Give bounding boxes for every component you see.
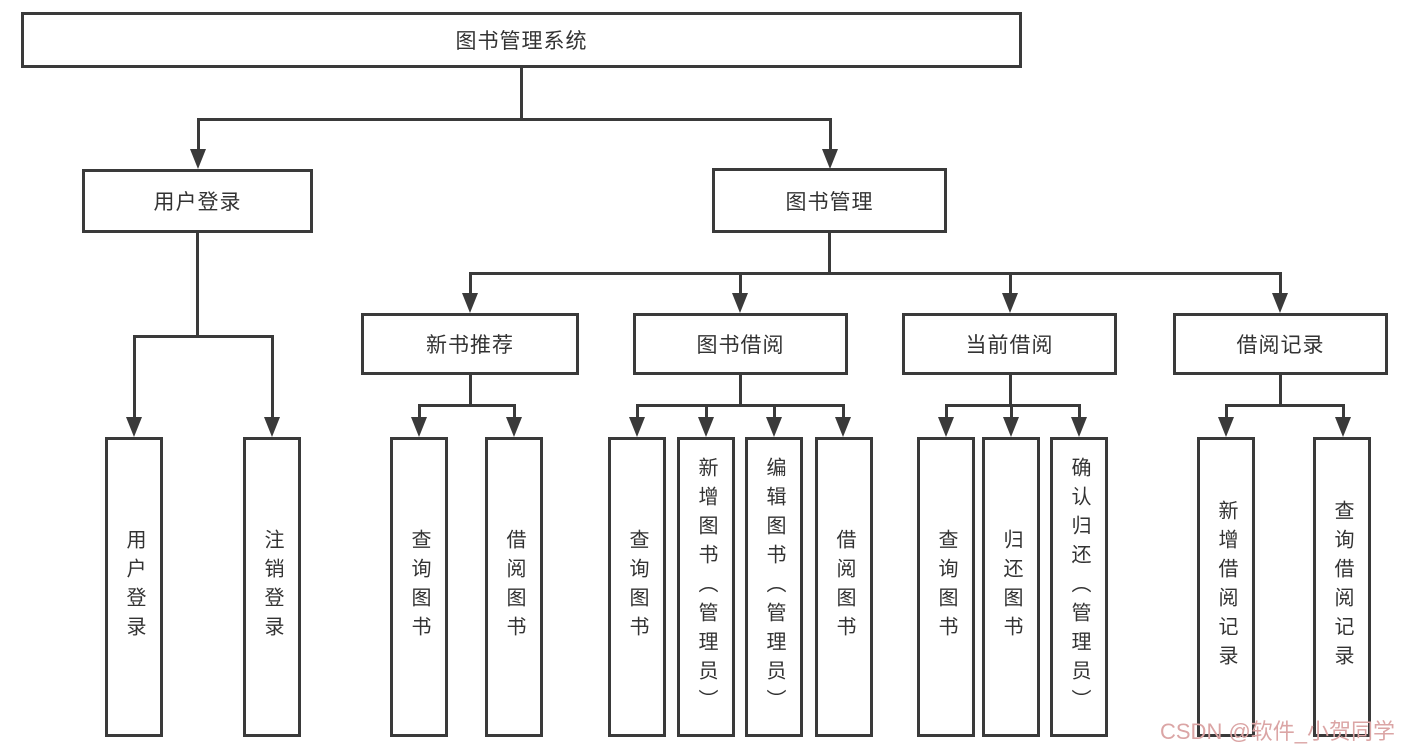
arrow-to-borrow-books-icon [835, 417, 851, 437]
leaf-query-books-current: 查询图书 [917, 437, 975, 737]
connector-arrow-d1-line [1225, 404, 1228, 420]
connector-arrow-b1-line [636, 404, 639, 420]
node-new-book-recommend-label: 新书推荐 [426, 334, 514, 357]
leaf-add-borrow-record: 新增借阅记录 [1197, 437, 1255, 737]
leaf-edit-book-admin-label: 编辑图书（管理员） [763, 456, 785, 718]
connector-arrow-borrow-record-line [1279, 272, 1282, 295]
connector-arrow-current-borrow-line [1009, 272, 1012, 295]
connector-arrow-book-management-line [829, 118, 832, 151]
leaf-return-books: 归还图书 [982, 437, 1040, 737]
leaf-user-login: 用户登录 [105, 437, 163, 737]
arrow-to-query-books-borrow-icon [629, 417, 645, 437]
leaf-edit-book-admin: 编辑图书（管理员） [745, 437, 803, 737]
arrow-to-current-borrow-icon [1002, 293, 1018, 313]
arrow-to-edit-book-icon [766, 417, 782, 437]
arrow-to-user-login-icon [190, 149, 206, 169]
connector-arrow-leaf-user-login-line [133, 335, 136, 420]
leaf-query-books-borrow: 查询图书 [608, 437, 666, 737]
connector-arrow-a1-line [418, 404, 421, 420]
arrow-to-book-management-icon [822, 149, 838, 169]
connector-book-borrow-hline [636, 404, 845, 407]
arrow-to-confirm-return-icon [1071, 417, 1087, 437]
node-root: 图书管理系统 [21, 12, 1022, 68]
leaf-query-books-current-label: 查询图书 [935, 529, 957, 645]
connector-arrow-b4-line [842, 404, 845, 420]
connector-borrow-record-stem [1279, 375, 1282, 404]
connector-root-stem [520, 68, 523, 118]
connector-root-hline [197, 118, 831, 121]
connector-borrow-record-hline [1225, 404, 1345, 407]
connector-user-login-stem [196, 233, 199, 335]
arrow-to-add-borrow-record-icon [1218, 417, 1234, 437]
connector-arrow-c3-line [1078, 404, 1081, 420]
connector-current-borrow-hline [945, 404, 1081, 407]
node-root-label: 图书管理系统 [455, 30, 588, 53]
arrow-to-query-borrow-record-icon [1335, 417, 1351, 437]
leaf-logout-login: 注销登录 [243, 437, 301, 737]
leaf-query-borrow-record-label: 查询借阅记录 [1331, 500, 1353, 674]
leaf-borrow-books: 借阅图书 [815, 437, 873, 737]
connector-arrow-c2-line [1010, 404, 1013, 420]
connector-arrow-book-borrow-line [739, 272, 742, 295]
connector-new-book-stem [469, 375, 472, 404]
arrow-to-borrow-record-icon [1272, 293, 1288, 313]
connector-arrow-b3-line [773, 404, 776, 420]
node-user-login-label: 用户登录 [153, 191, 242, 214]
connector-arrow-new-book-line [469, 272, 472, 295]
node-new-book-recommend: 新书推荐 [361, 313, 579, 375]
leaf-return-books-label: 归还图书 [1000, 529, 1022, 645]
connector-new-book-hline [418, 404, 516, 407]
connector-arrow-user-login-line [197, 118, 200, 151]
connector-current-borrow-stem [1009, 375, 1012, 404]
leaf-borrow-books-recommend-label: 借阅图书 [503, 529, 525, 645]
leaf-add-borrow-record-label: 新增借阅记录 [1215, 500, 1237, 674]
connector-book-borrow-stem [739, 375, 742, 404]
node-current-borrow: 当前借阅 [902, 313, 1117, 375]
csdn-watermark: CSDN @软件_小贺同学 [1160, 719, 1396, 744]
leaf-user-login-label: 用户登录 [123, 529, 145, 645]
leaf-query-books-recommend-label: 查询图书 [408, 529, 430, 645]
connector-arrow-b2-line [705, 404, 708, 420]
connector-book-management-hline [469, 272, 1282, 275]
node-borrow-record-label: 借阅记录 [1236, 334, 1325, 357]
connector-arrow-c1-line [945, 404, 948, 420]
arrow-to-leaf-user-login-icon [126, 417, 142, 437]
node-book-management: 图书管理 [712, 168, 947, 233]
leaf-borrow-books-recommend: 借阅图书 [485, 437, 543, 737]
node-borrow-record: 借阅记录 [1173, 313, 1388, 375]
arrow-to-query-books-current-icon [938, 417, 954, 437]
leaf-query-books-borrow-label: 查询图书 [626, 529, 648, 645]
leaf-add-book-admin: 新增图书（管理员） [677, 437, 735, 737]
leaf-logout-login-label: 注销登录 [261, 529, 283, 645]
connector-user-login-hline [133, 335, 274, 338]
leaf-borrow-books-label: 借阅图书 [833, 529, 855, 645]
arrow-to-book-borrow-icon [732, 293, 748, 313]
node-book-borrow-label: 图书借阅 [696, 334, 785, 357]
arrow-to-add-book-icon [698, 417, 714, 437]
leaf-confirm-return-admin-label: 确认归还（管理员） [1068, 456, 1090, 718]
leaf-confirm-return-admin: 确认归还（管理员） [1050, 437, 1108, 737]
leaf-query-borrow-record: 查询借阅记录 [1313, 437, 1371, 737]
connector-book-management-stem [828, 233, 831, 272]
connector-arrow-a2-line [513, 404, 516, 420]
arrow-to-return-books-icon [1003, 417, 1019, 437]
arrow-to-borrow-books-recommend-icon [506, 417, 522, 437]
node-user-login: 用户登录 [82, 169, 313, 233]
leaf-add-book-admin-label: 新增图书（管理员） [695, 456, 717, 718]
arrow-to-query-books-recommend-icon [411, 417, 427, 437]
arrow-to-leaf-logout-icon [264, 417, 280, 437]
connector-arrow-leaf-logout-line [271, 335, 274, 420]
connector-arrow-d2-line [1342, 404, 1345, 420]
node-book-borrow: 图书借阅 [633, 313, 848, 375]
node-current-borrow-label: 当前借阅 [965, 334, 1054, 357]
arrow-to-new-book-icon [462, 293, 478, 313]
node-book-management-label: 图书管理 [785, 190, 874, 214]
leaf-query-books-recommend: 查询图书 [390, 437, 448, 737]
